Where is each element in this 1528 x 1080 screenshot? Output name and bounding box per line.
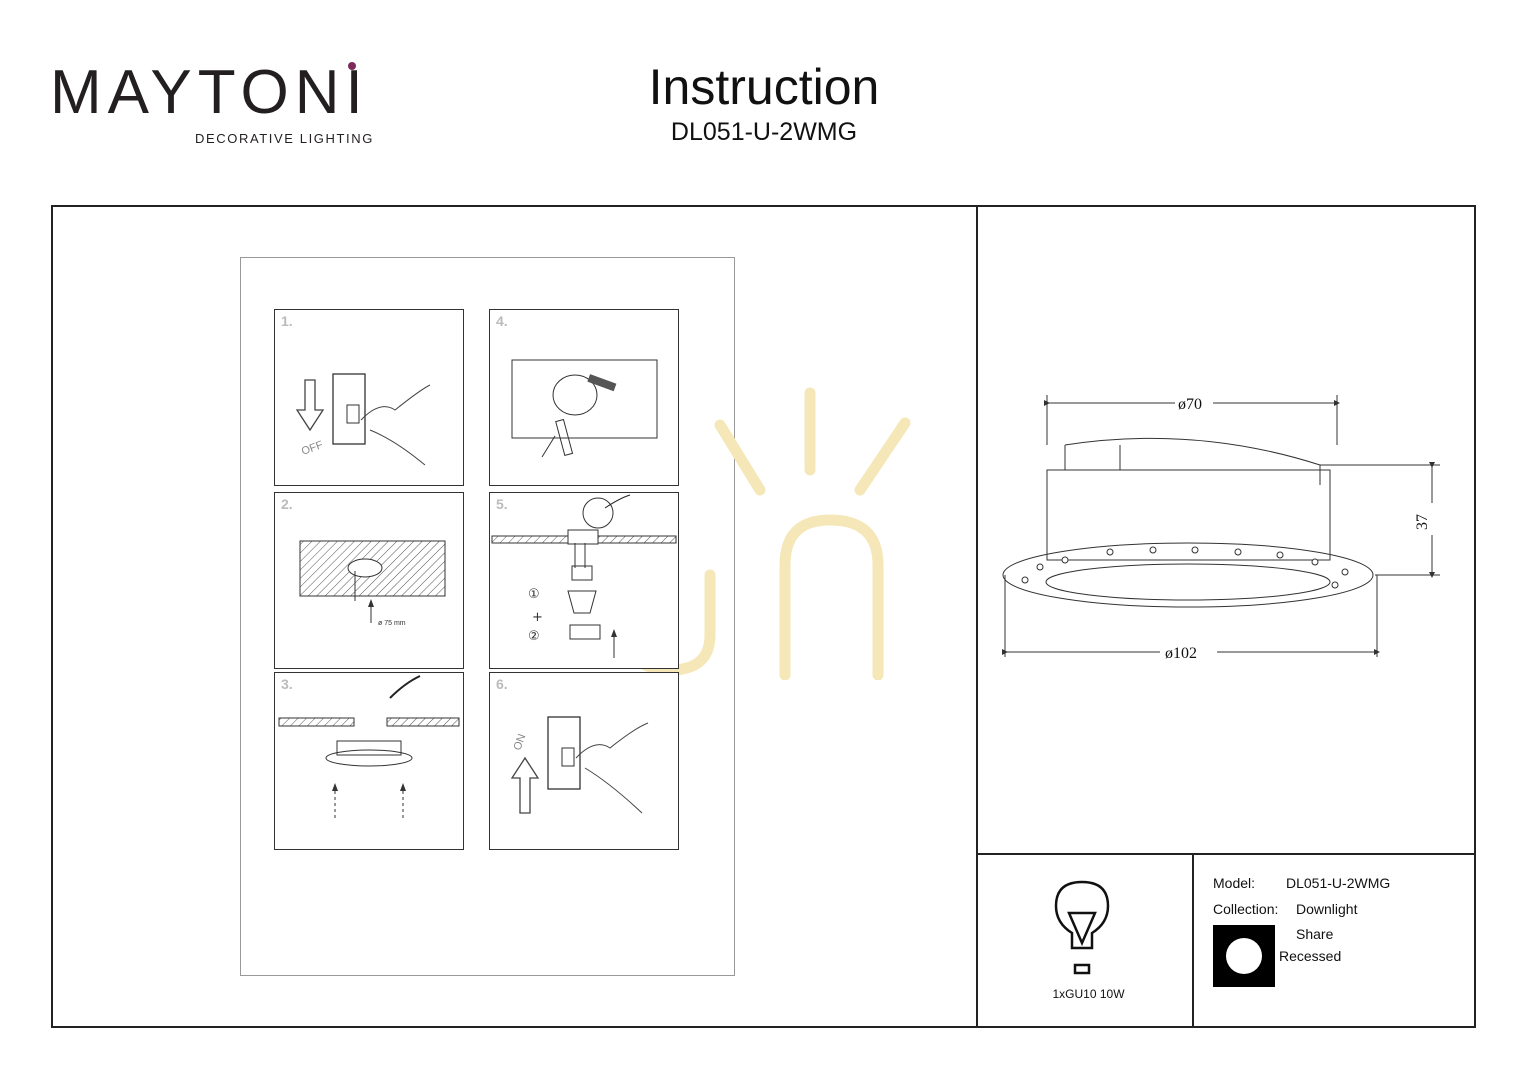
model-code: DL051-U-2WMG: [670, 118, 858, 146]
plus-marker: +: [532, 610, 543, 625]
step-6-panel: 6. ON: [489, 672, 679, 850]
round-shape-icon: [1213, 925, 1275, 987]
step-1-panel: 1. OFF: [274, 309, 464, 486]
step-number: 5.: [496, 496, 508, 512]
model-value: DL051-U-2WMG: [1286, 875, 1391, 891]
step-3-panel: 3.: [274, 672, 464, 850]
bulb-icon: [1054, 880, 1110, 975]
switch-on-label: ON: [512, 732, 529, 752]
step-2-panel: 2. ø 75 mm: [274, 492, 464, 669]
collection-value: Downlight: [1296, 901, 1358, 917]
step-number: 6.: [496, 676, 508, 692]
frame-divider-horizontal: [976, 853, 1476, 855]
content-frame: [51, 205, 1476, 1028]
step-number: 4.: [496, 313, 508, 329]
instruction-sheet: [240, 257, 735, 976]
mount-value: Recessed: [1279, 948, 1342, 964]
step-number: 1.: [281, 313, 293, 329]
ceiling-cutout-illustration: ø 75 mm: [299, 540, 446, 627]
top-diameter-label: ø70: [1178, 396, 1202, 413]
light-watermark-icon: [624, 387, 911, 680]
height-label: 37: [1414, 514, 1431, 530]
bulb-spec: 1xGU10 10W: [1052, 987, 1125, 1001]
switch-off-illustration: OFF: [295, 373, 431, 466]
part-2-marker: ②: [528, 629, 540, 644]
collection-label: Collection:: [1213, 901, 1279, 917]
preparation-illustration: [511, 359, 658, 458]
switch-off-label: OFF: [300, 439, 325, 458]
spec-divider: [1192, 853, 1194, 1028]
hole-size-label: ø 75 mm: [378, 620, 406, 627]
logo-accent-dot-icon: [348, 62, 356, 70]
page-title: Instruction: [648, 59, 880, 115]
step-5-panel: 5. ① + ②: [489, 492, 679, 669]
brand-tagline: DECORATIVE LIGHTING: [195, 131, 374, 146]
frame-divider-vertical: [976, 205, 978, 1028]
shape-value: Share: [1296, 926, 1334, 942]
step-number: 2.: [281, 496, 293, 512]
step-4-panel: 4.: [489, 309, 679, 486]
bulb-connection-illustration: ① + ②: [491, 494, 677, 658]
dimension-drawing: ø70 ø102 37: [1002, 395, 1440, 662]
brand-logo: MAYTONI: [50, 58, 369, 127]
fixture-insert-illustration: [278, 675, 460, 818]
part-1-marker: ①: [528, 587, 540, 602]
model-label: Model:: [1213, 875, 1256, 891]
switch-on-illustration: ON: [510, 716, 649, 814]
step-number: 3.: [281, 676, 293, 692]
bottom-diameter-label: ø102: [1165, 645, 1197, 662]
